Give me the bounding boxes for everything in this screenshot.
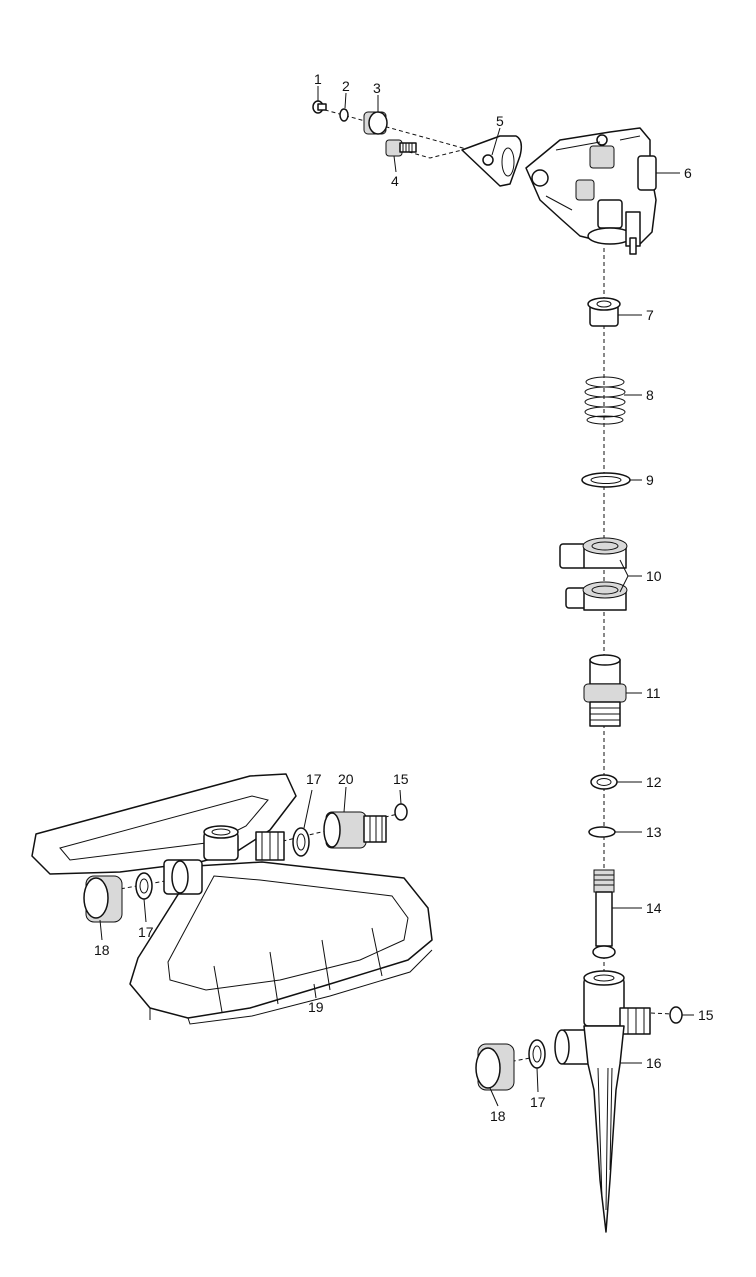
label-part-17-sled-left: 17: [138, 924, 154, 940]
label-part-2: 2: [342, 78, 350, 94]
label-part-1: 1: [314, 71, 322, 87]
label-part-12: 12: [646, 774, 662, 790]
label-part-18-sled: 18: [94, 942, 110, 958]
label-part-11: 11: [646, 685, 661, 701]
part-6-sprinkler-head: [525, 127, 657, 255]
part-1-screw: [312, 100, 327, 114]
part-10-clamp-rings: [559, 537, 628, 611]
label-part-15-spike: 15: [698, 1007, 714, 1023]
part-labels: 1 2 3 4 5 6 7 8 9 10 11 12 13 14 15 15 1…: [94, 71, 714, 1124]
part-15-o-rings: [394, 803, 683, 1024]
label-part-8: 8: [646, 387, 654, 403]
part-19-sled-base: [31, 773, 433, 1025]
label-part-10: 10: [646, 568, 662, 584]
label-part-9: 9: [646, 472, 654, 488]
part-7-bushing: [587, 297, 621, 327]
part-14-riser-tube: [592, 869, 616, 959]
part-18-end-caps: [83, 875, 515, 1091]
label-part-5: 5: [496, 113, 504, 129]
part-12-washer: [590, 774, 618, 790]
label-part-18-spike: 18: [490, 1108, 506, 1124]
label-part-13: 13: [646, 824, 662, 840]
label-part-15-sled: 15: [393, 771, 409, 787]
part-2-o-ring: [339, 108, 349, 122]
label-part-19: 19: [308, 999, 324, 1015]
label-part-7: 7: [646, 307, 654, 323]
part-20-hose-connector: [323, 811, 387, 849]
part-16-spike-tee: [554, 970, 651, 1233]
part-9-washer: [581, 472, 631, 488]
part-8-spring: [584, 376, 626, 425]
label-part-17-sled-right: 17: [306, 771, 322, 787]
part-13-o-ring: [588, 826, 616, 838]
part-5-plate: [461, 135, 523, 187]
label-part-17-spike: 17: [530, 1094, 546, 1110]
part-4-threaded-screw: [385, 139, 417, 157]
label-part-14: 14: [646, 900, 662, 916]
leader-lines: [99, 86, 694, 1107]
part-3-knurled-knob: [363, 111, 388, 135]
label-part-4: 4: [391, 173, 399, 189]
label-part-6: 6: [684, 165, 692, 181]
part-11-threaded-connector: [583, 654, 627, 727]
label-part-20: 20: [338, 771, 354, 787]
label-part-16: 16: [646, 1055, 662, 1071]
label-part-3: 3: [373, 80, 381, 96]
